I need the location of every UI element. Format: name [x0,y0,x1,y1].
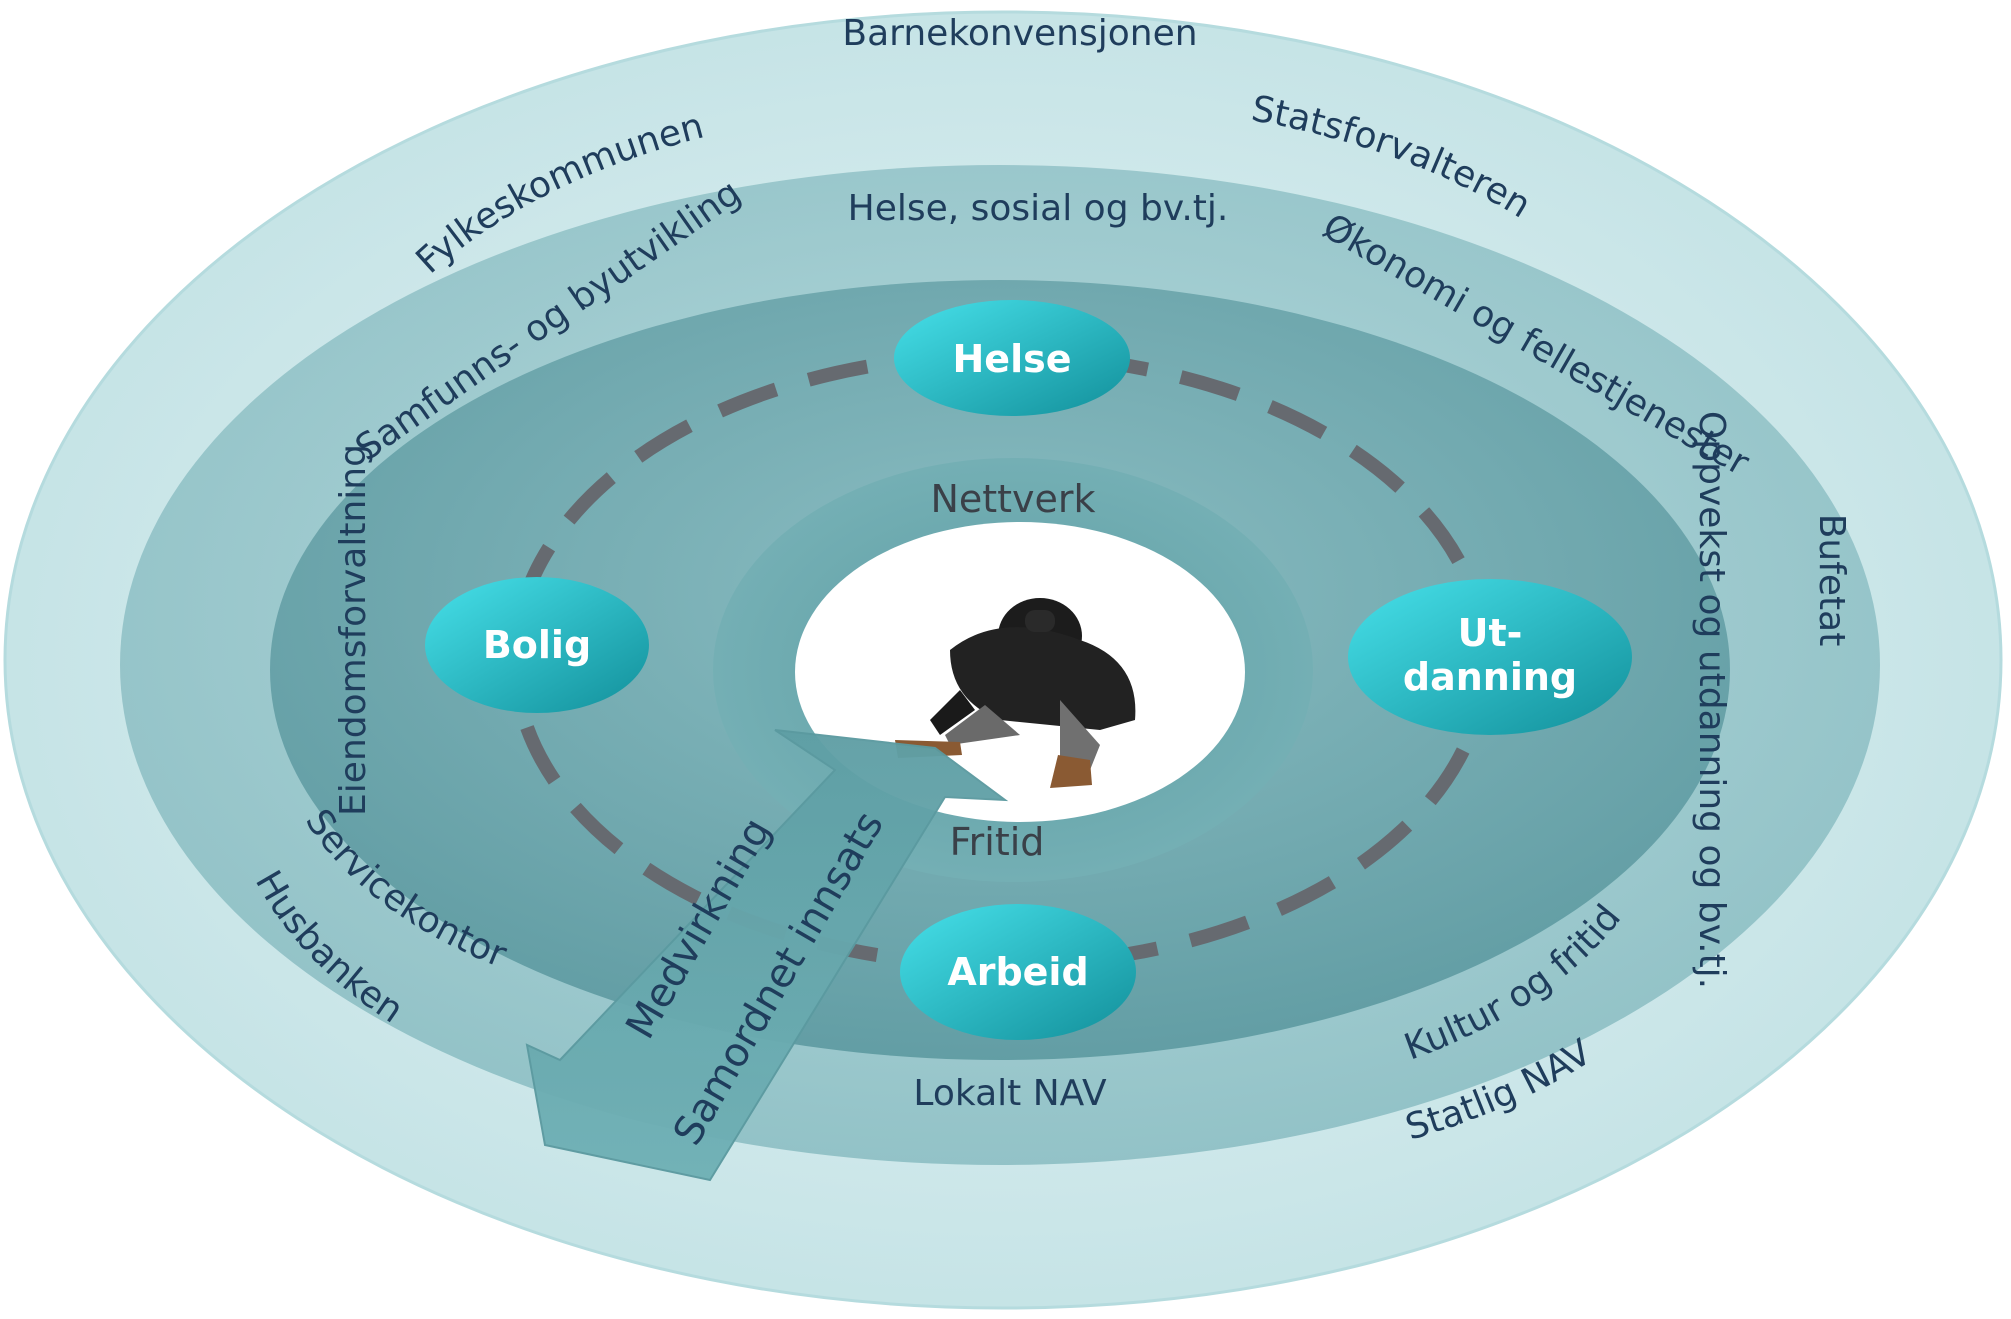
label-fritid: Fritid [950,820,1045,864]
node-utdanning: Ut- danning [1348,579,1632,735]
label-bufetat: Bufetat [1811,514,1852,647]
arrow-medvirkning [525,729,1009,1182]
label-lokalt-nav: Lokalt NAV [913,1073,1107,1114]
label-barnekonvensjonen: Barnekonvensjonen [842,13,1197,54]
node-utdanning-label-1: Ut- [1458,611,1523,655]
label-eiendomsforvaltning: Eiendomsforvaltning [333,444,374,816]
label-helse-sosial: Helse, sosial og bv.tj. [848,188,1229,229]
label-nettverk: Nettverk [930,477,1095,521]
node-helse-label: Helse [953,337,1072,381]
node-utdanning-label-2: danning [1403,655,1577,699]
node-arbeid-label: Arbeid [947,950,1088,994]
node-arbeid: Arbeid [900,904,1136,1040]
node-helse: Helse [894,300,1130,416]
label-oppvekst: Oppvekst og utdanning og bv.tj. [1691,411,1732,989]
node-bolig: Bolig [425,577,649,713]
node-bolig-label: Bolig [483,623,591,667]
